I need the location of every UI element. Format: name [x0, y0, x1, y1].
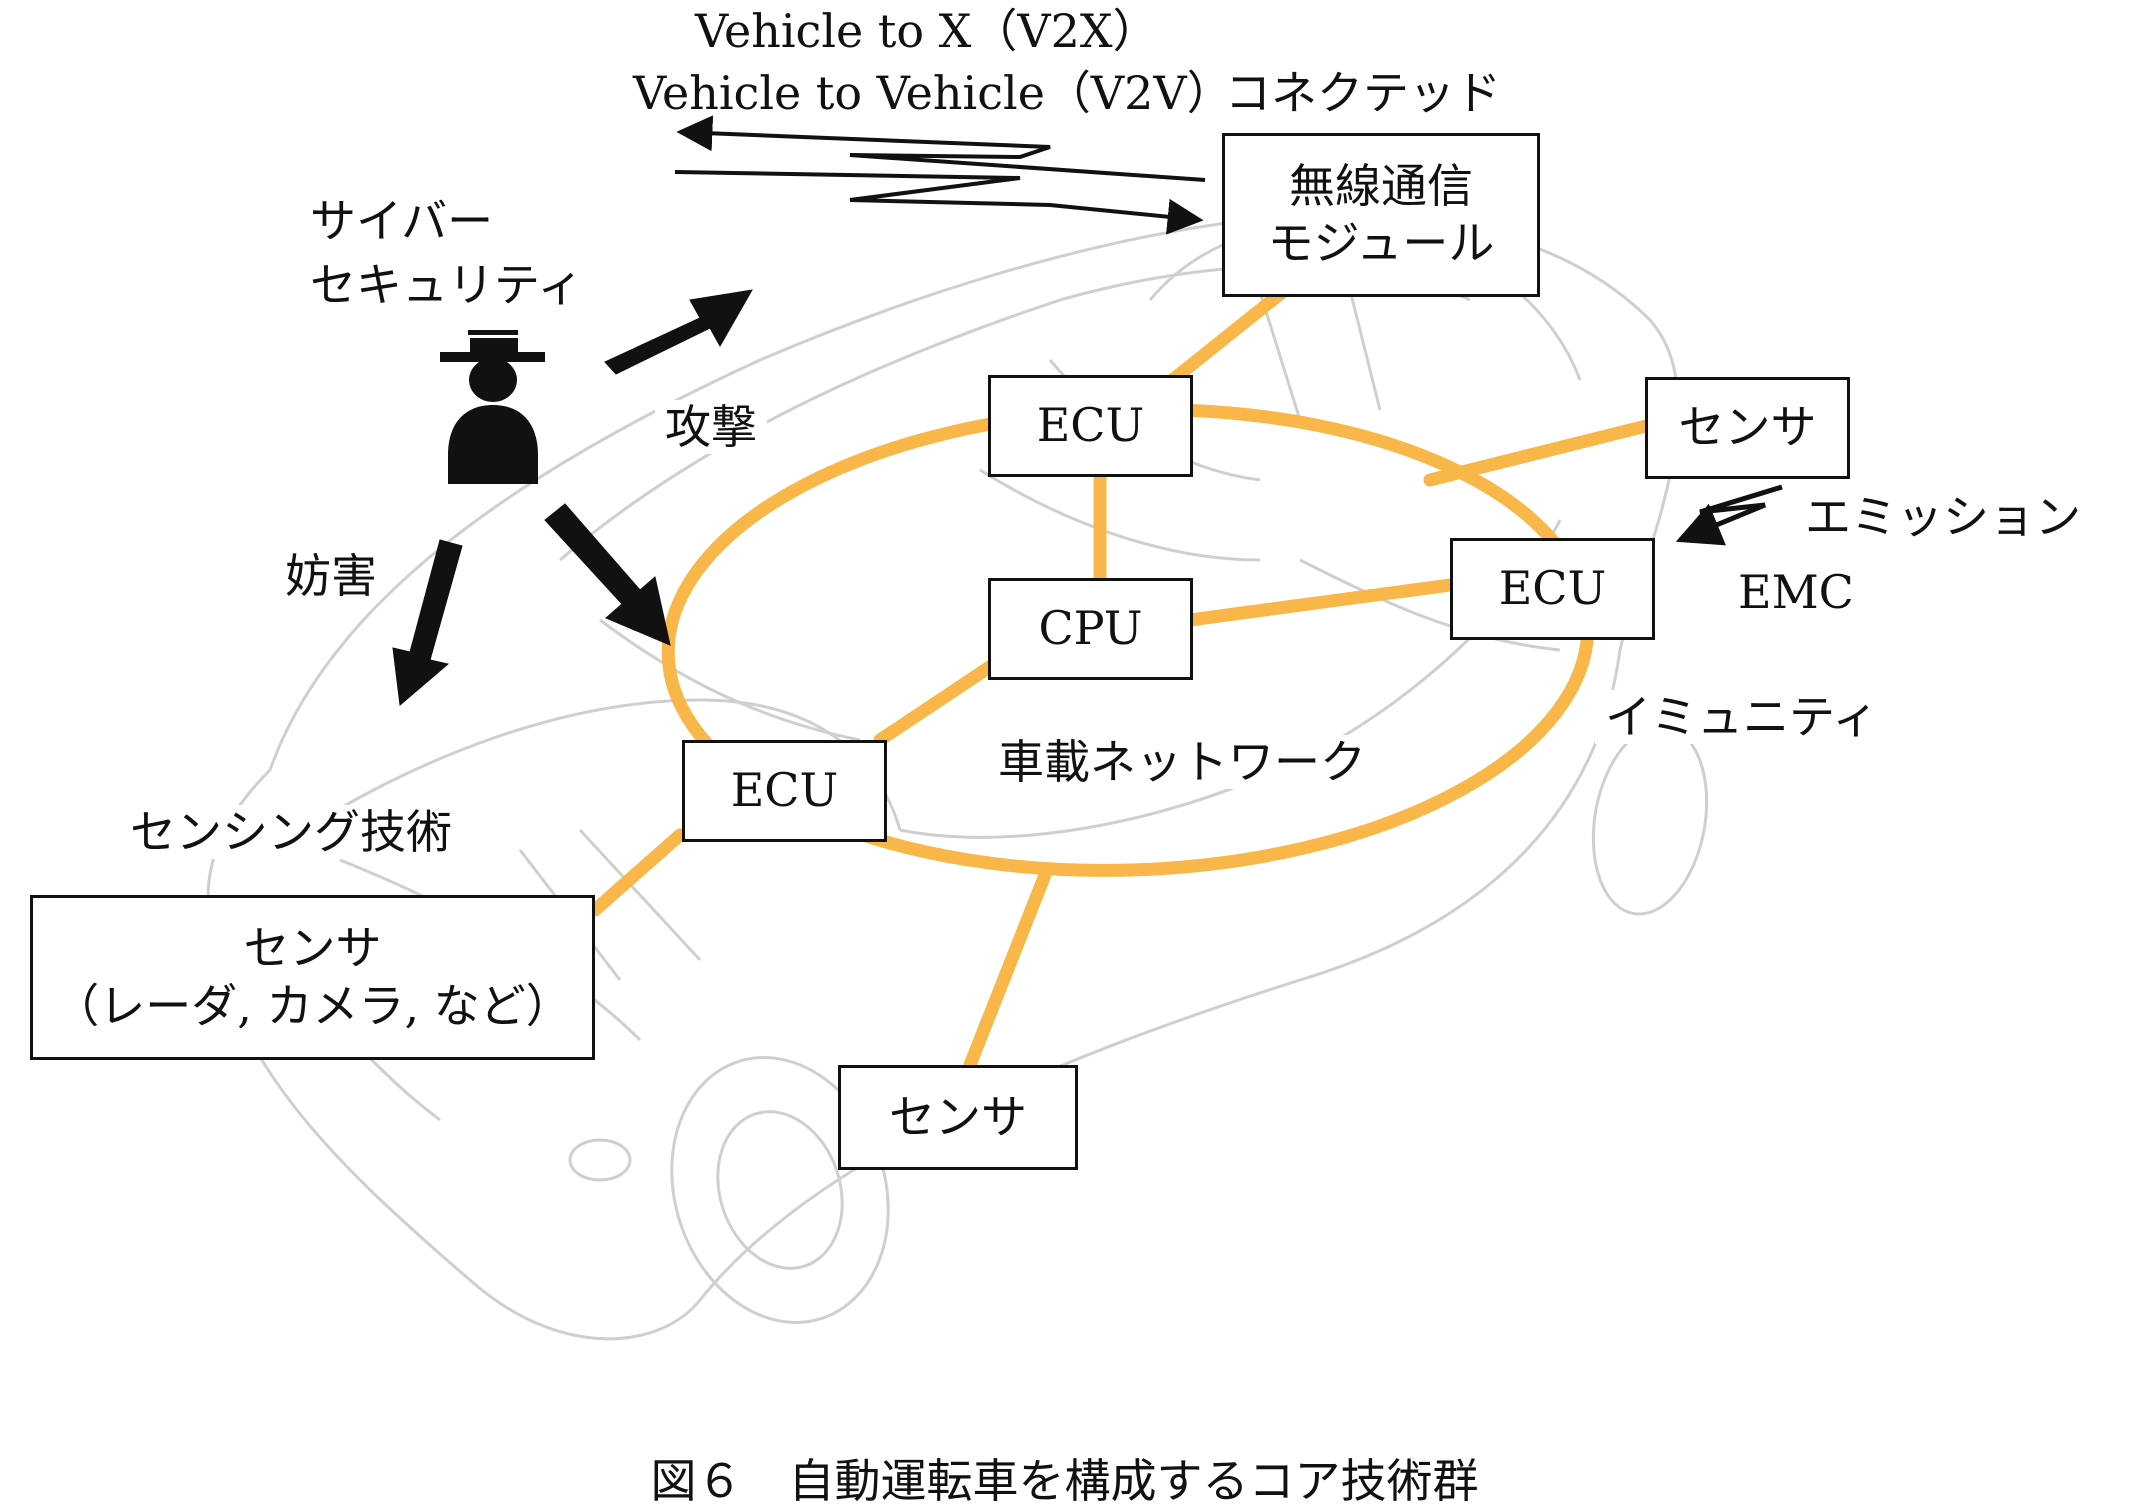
ecu-left-label: ECU — [730, 763, 839, 818]
v2v-label: Vehicle to Vehicle（V2V） — [633, 66, 1233, 120]
cyber-security-label-line2: セキュリティ — [310, 258, 584, 312]
sensor-right-label: センサ — [1678, 400, 1817, 455]
v2v-arrow — [674, 170, 1204, 235]
link-ecu-left-sensor — [588, 828, 687, 917]
sensor-bottom-box: センサ — [838, 1065, 1078, 1170]
link-ring-sensor-right — [1423, 418, 1657, 487]
immunity-label: イミュニティ — [1595, 690, 1889, 744]
ecu-right-label: ECU — [1498, 561, 1607, 616]
v2x-arrow — [676, 115, 1206, 182]
sensing-tech-label: センシング技術 — [120, 805, 462, 859]
attack-arrows — [392, 289, 753, 706]
cpu-label: CPU — [1038, 601, 1143, 656]
wireless-arrows — [674, 115, 1206, 235]
attack-label: 攻撃 — [655, 400, 767, 454]
link-wireless-ecu — [1153, 283, 1292, 397]
link-cpu-ecu-left — [873, 653, 1007, 747]
emission-label: エミッション — [1795, 490, 2091, 544]
cpu-box: CPU — [988, 578, 1193, 680]
car-sketch — [206, 214, 1709, 1341]
sensor-main-box: センサ （レーダ, カメラ, など） — [30, 895, 595, 1060]
sensor-main-line1: センサ — [243, 921, 382, 975]
attacker-icon — [440, 330, 545, 484]
wireless-module-line1: 無線通信 — [1289, 158, 1473, 213]
attack-arrow-icon — [544, 503, 671, 646]
wireless-module-line2: モジュール — [1267, 216, 1495, 270]
ecu-right-box: ECU — [1450, 538, 1655, 640]
connected-label: コネクテッド — [1225, 66, 1501, 120]
interference-label: 妨害 — [285, 549, 377, 603]
interference-arrow-icon — [392, 539, 463, 706]
sensor-main-line2: （レーダ, カメラ, など） — [53, 978, 572, 1033]
link-cpu-ecu-right — [1183, 578, 1457, 627]
emc-zigzag-arrow — [1675, 484, 1783, 546]
sensor-bottom-label: センサ — [889, 1089, 1027, 1144]
sensor-right-box: センサ — [1645, 377, 1850, 479]
ecu-top-box: ECU — [988, 375, 1193, 477]
ecu-left-box: ECU — [682, 740, 887, 842]
link-ring-sensor-bottom — [963, 868, 1052, 1072]
wireless-module-box: 無線通信 モジュール — [1222, 133, 1540, 297]
v2x-label: Vehicle to X（V2X） — [695, 4, 1159, 58]
figure-caption: 図６ 自動運転車を構成するコア技術群 — [650, 1454, 1479, 1508]
cyber-arrow-icon — [604, 289, 753, 375]
ecu-top-label: ECU — [1036, 398, 1145, 453]
network-label: 車載ネットワーク — [988, 735, 1376, 789]
cyber-security-label-line1: サイバー — [310, 194, 494, 248]
emc-label: EMC — [1728, 565, 1864, 619]
